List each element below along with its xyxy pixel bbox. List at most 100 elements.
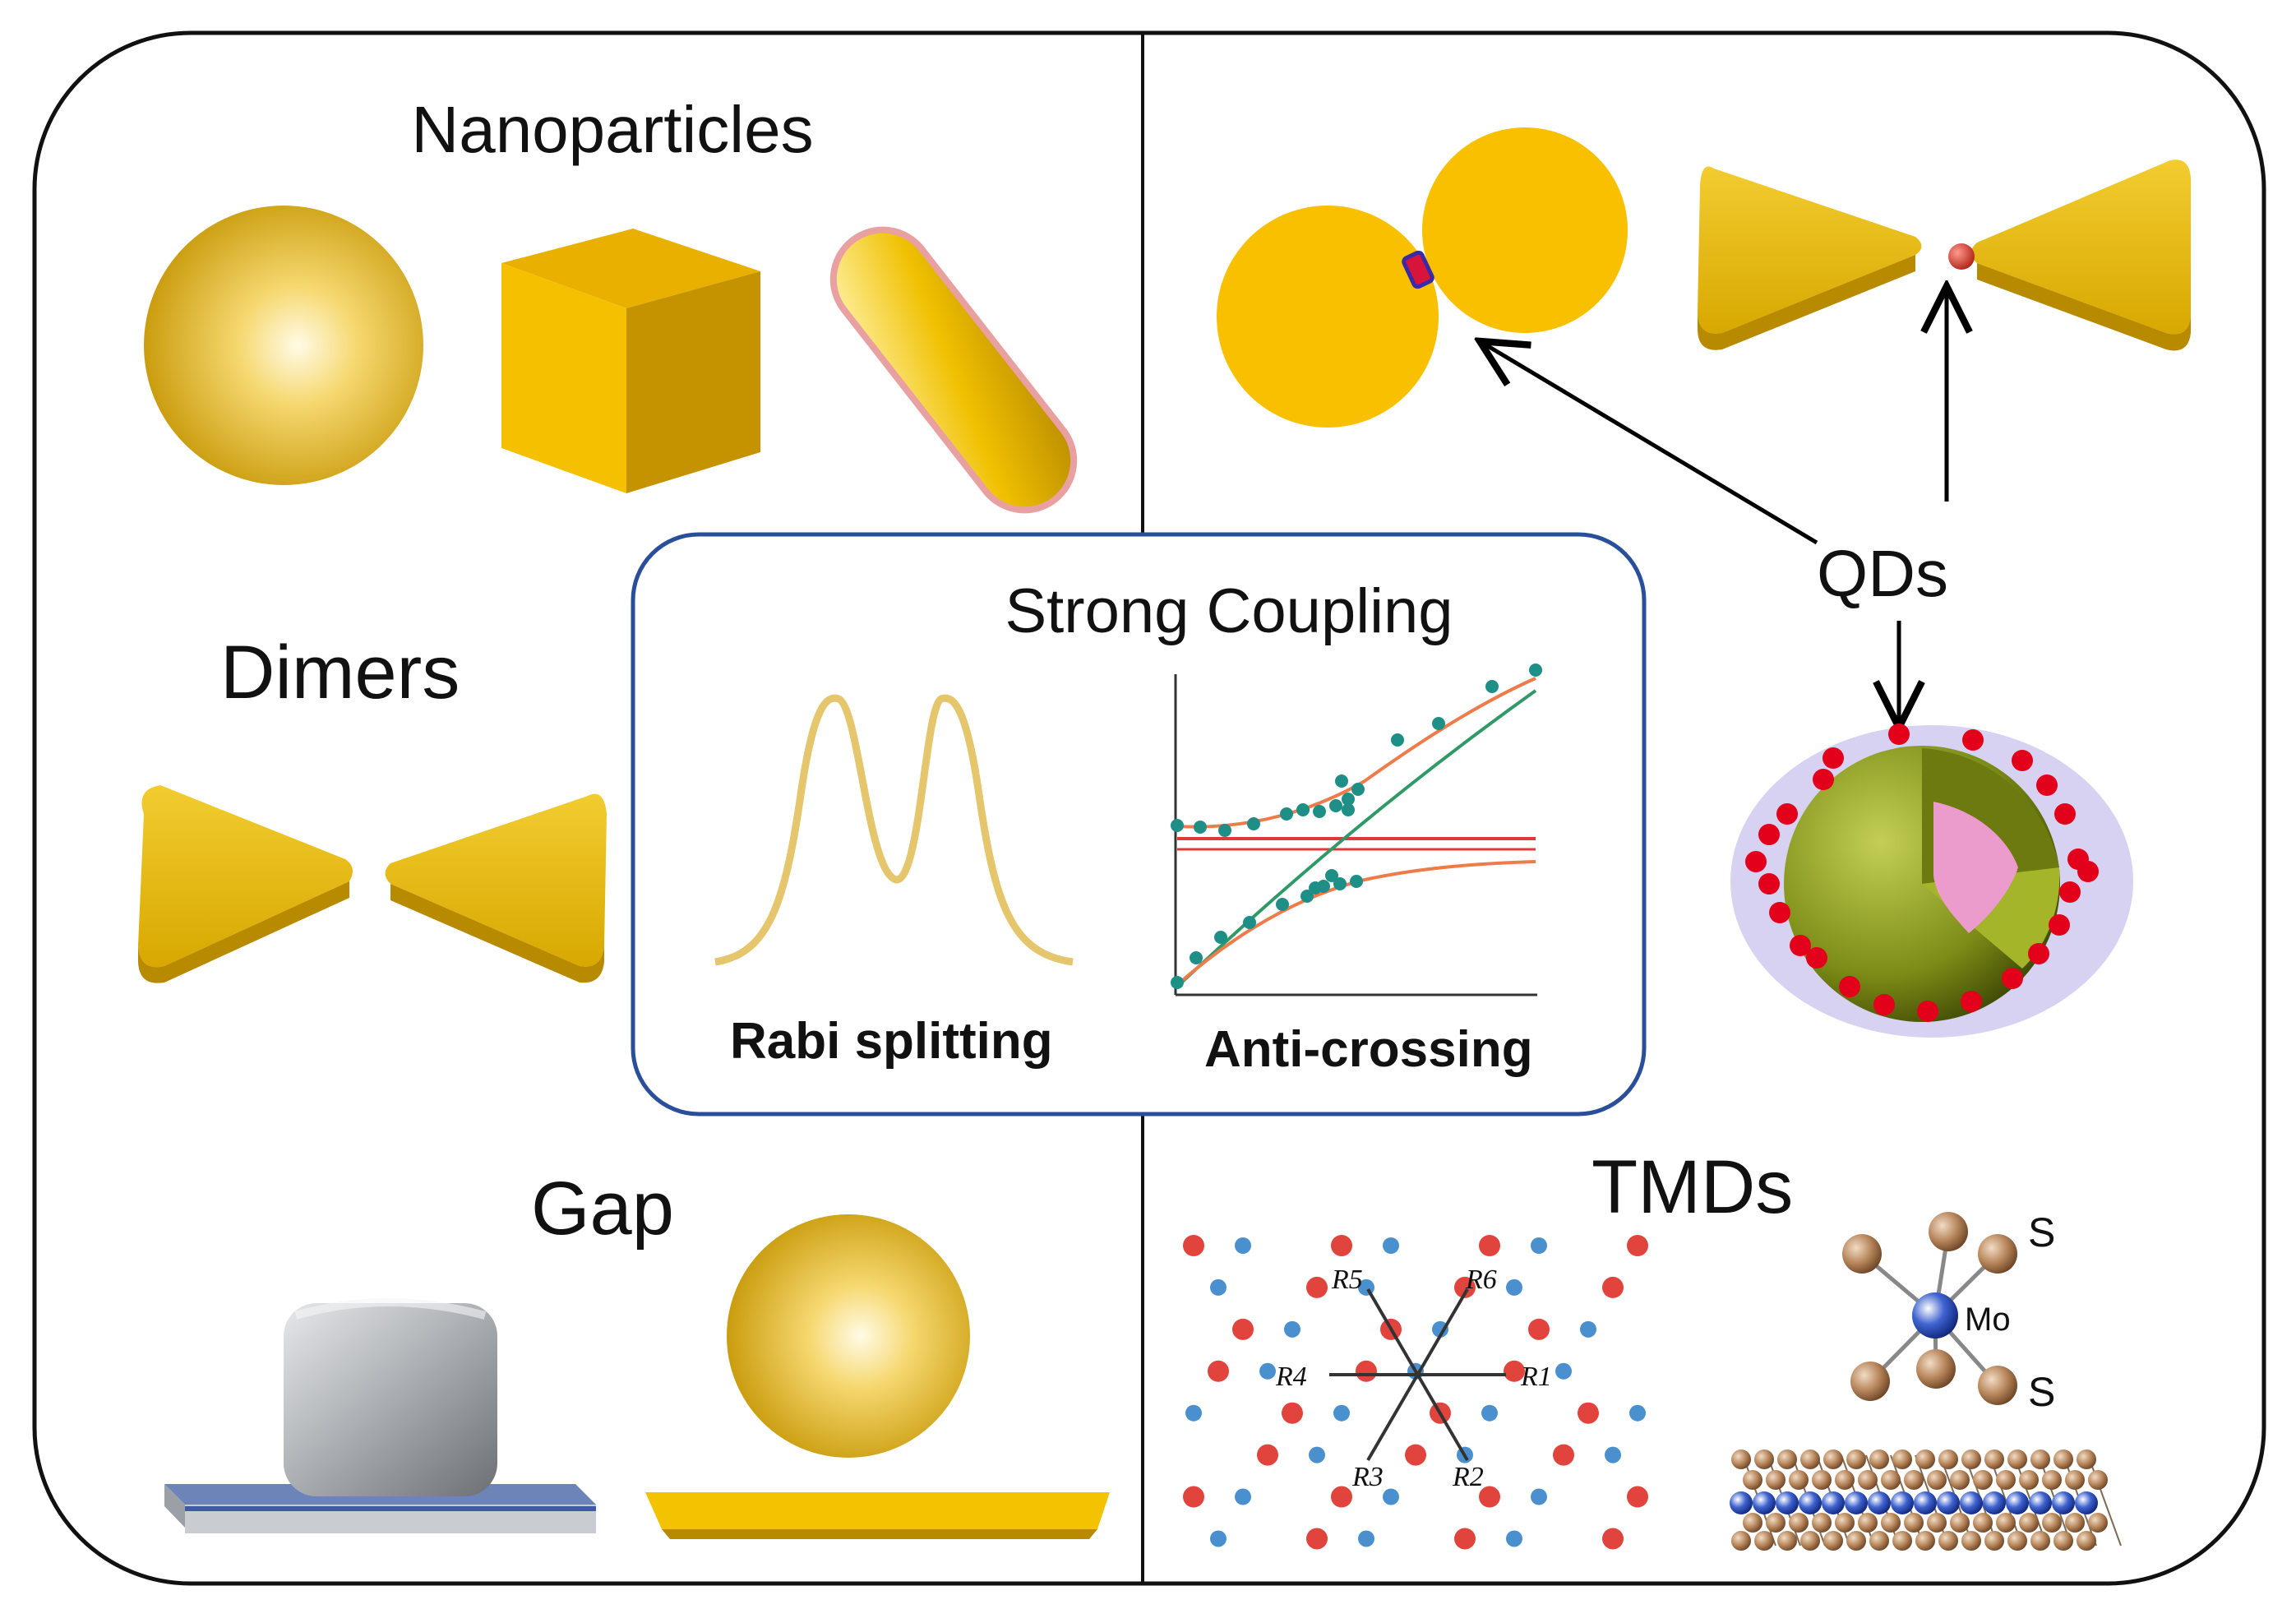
slab-mo-atom: [2006, 1491, 2029, 1514]
slab-mo-atom: [1822, 1491, 1845, 1514]
lattice-atom-red: [1454, 1528, 1476, 1550]
gold-sphere: [144, 206, 423, 485]
slab-s-atom: [1881, 1470, 1901, 1490]
anti-crossing-plot: [1171, 663, 1542, 996]
slab-s-atom: [1984, 1531, 2004, 1551]
slab-mo-atom: [1753, 1491, 1776, 1514]
slab-mo-atom: [2029, 1491, 2052, 1514]
slab-bond: [1989, 1454, 2023, 1547]
slab-s-atom: [1961, 1531, 1981, 1551]
gold-nanorod: [829, 226, 1078, 514]
slab-mo-atom: [1730, 1491, 1753, 1514]
slab-s-atom: [1950, 1470, 1970, 1490]
lattice-atom-blue: [1506, 1278, 1522, 1296]
neighbor-label-r5: R5: [1332, 1265, 1363, 1295]
slab-s-atom: [1789, 1513, 1809, 1533]
lattice-atom-red: [1306, 1276, 1328, 1298]
sulfur-label-top: S: [2028, 1209, 2056, 1255]
lattice-atom-red: [1331, 1235, 1352, 1256]
slab-s-atom: [1961, 1449, 1981, 1469]
tmds-label: TMDs: [1591, 1145, 1794, 1229]
slab-s-atom: [1973, 1470, 1993, 1490]
slab-s-atom: [2053, 1531, 2073, 1551]
slab-s-atom: [1927, 1470, 1947, 1490]
mos2-molecule-model: [1842, 1212, 2017, 1405]
gap-label: Gap: [531, 1167, 674, 1251]
lattice-atom-blue: [1284, 1320, 1300, 1338]
neighbor-label-r2: R2: [1453, 1462, 1484, 1492]
slab-s-atom: [2065, 1513, 2085, 1533]
slab-s-atom: [1904, 1470, 1924, 1490]
slab-mo-atom: [2075, 1491, 2098, 1514]
slab-s-atom: [2065, 1470, 2085, 1490]
slab-s-atom: [1754, 1449, 1774, 1469]
slab-s-atom: [1835, 1470, 1855, 1490]
slab-s-atom: [1823, 1531, 1843, 1551]
slab-s-atom: [1869, 1449, 1889, 1469]
slab-mo-atom: [1914, 1491, 1937, 1514]
lattice-atom-blue: [1531, 1237, 1547, 1254]
lattice-atom-red: [1479, 1486, 1500, 1508]
slab-mo-atom: [1845, 1491, 1868, 1514]
lattice-atom-blue: [1235, 1488, 1251, 1505]
lattice-atom-blue: [1358, 1530, 1374, 1547]
anti-crossing-data-points: [1171, 663, 1542, 989]
slab-s-atom: [1984, 1449, 2004, 1469]
lattice-atom-red: [1504, 1360, 1525, 1382]
s-atom: [1850, 1362, 1890, 1401]
s-atom: [1978, 1366, 2017, 1405]
tmd-honeycomb-lattice: [1183, 1235, 1648, 1550]
slab-s-atom: [1915, 1531, 1935, 1551]
lattice-atom-blue: [1506, 1530, 1522, 1547]
slab-s-atom: [1835, 1513, 1855, 1533]
lattice-atom-blue: [1185, 1404, 1202, 1422]
slab-s-atom: [1892, 1531, 1912, 1551]
upper-branch-curve: [1176, 677, 1536, 829]
lattice-atom-red: [1479, 1235, 1500, 1256]
slab-s-atom: [1812, 1470, 1832, 1490]
qd-in-bowtie-gap: [1948, 243, 1975, 270]
slab-s-atom: [2030, 1531, 2050, 1551]
slab-s-atom: [1858, 1513, 1878, 1533]
gap-cube-on-film: [164, 1298, 596, 1533]
lattice-atom-red: [1602, 1276, 1624, 1298]
slab-s-atom: [1731, 1449, 1751, 1469]
lattice-atom-red: [1183, 1235, 1204, 1256]
outer-frame: [32, 30, 2266, 1586]
dimers-label: Dimers: [220, 631, 460, 714]
lattice-atom-red: [1627, 1486, 1648, 1508]
neighbor-label-r6: R6: [1466, 1265, 1497, 1295]
nanoparticles-label: Nanoparticles: [411, 93, 814, 166]
qd-bowtie-left: [1698, 166, 1922, 350]
lattice-atom-red: [1208, 1360, 1229, 1382]
slab-mo-atom: [1891, 1491, 1914, 1514]
slab-s-atom: [2007, 1449, 2027, 1469]
slab-mo-atom: [1868, 1491, 1891, 1514]
lattice-atom-blue: [1259, 1362, 1276, 1380]
slab-s-atom: [2007, 1531, 2027, 1551]
rabi-splitting-label: Rabi splitting: [730, 1013, 1053, 1070]
lattice-atom-blue: [1580, 1320, 1596, 1338]
slab-s-atom: [1743, 1470, 1762, 1490]
slab-s-atom: [1823, 1449, 1843, 1469]
bowtie-dimer-left: [138, 785, 353, 983]
lower-branch-curve: [1176, 860, 1536, 987]
lattice-atom-blue: [1605, 1446, 1621, 1463]
qd-dimer-sphere-left: [1217, 206, 1439, 428]
lattice-atom-red: [1282, 1402, 1303, 1424]
lattice-atom-blue: [1555, 1362, 1572, 1380]
lattice-atom-blue: [1309, 1446, 1325, 1463]
lattice-atom-blue: [1531, 1488, 1547, 1505]
lattice-atom-blue: [1210, 1530, 1227, 1547]
slab-s-atom: [1766, 1470, 1786, 1490]
slab-mo-atom: [2052, 1491, 2075, 1514]
slab-s-atom: [1938, 1449, 1958, 1469]
slab-bond: [2087, 1454, 2122, 1547]
slab-mo-atom: [1960, 1491, 1983, 1514]
lattice-atom-blue: [1383, 1488, 1399, 1505]
lattice-atom-red: [1232, 1318, 1254, 1340]
lattice-atom-red: [1257, 1444, 1278, 1466]
slab-s-atom: [1904, 1513, 1924, 1533]
slab-s-atom: [1869, 1531, 1889, 1551]
